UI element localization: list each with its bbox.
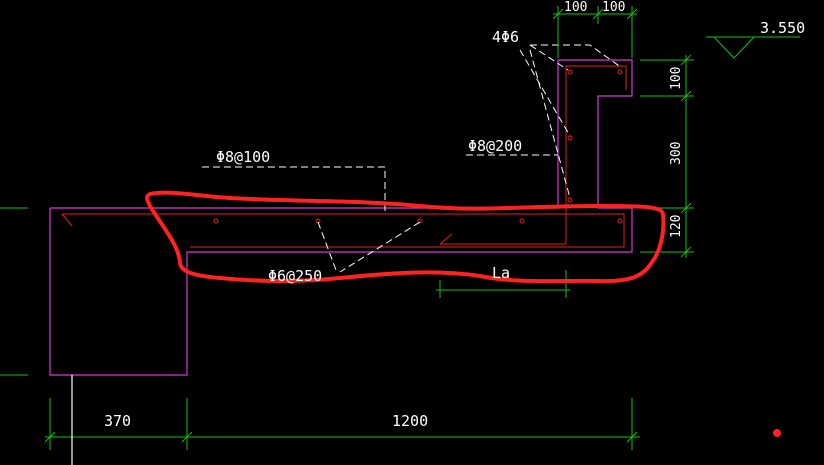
dim-text-right-middle: 300 [669, 142, 684, 165]
top-bar-hook [61, 213, 73, 227]
markup-dot [773, 429, 781, 437]
leader-bars-top [530, 44, 623, 69]
markup-highlight-outline [145, 190, 666, 284]
rebar-dot [567, 197, 573, 203]
dim-text-right-bottom: 120 [669, 215, 684, 238]
rebar-dot [519, 218, 525, 224]
leader-distribution-2 [339, 221, 421, 273]
dim-tick [181, 431, 193, 443]
label-distribution-bar: Φ6@250 [268, 267, 322, 285]
label-bars-top: 4Φ6 [492, 28, 519, 46]
rebar-dot [617, 69, 623, 75]
label-elevation: 3.550 [760, 19, 805, 37]
rebar-lines [61, 65, 627, 248]
rebar-dot [567, 135, 573, 141]
dim-tick [680, 246, 692, 258]
dimension-lines [0, 6, 800, 450]
leader-top-bar [202, 166, 386, 214]
dim-tick [626, 431, 638, 443]
dim-text-right-top: 100 [669, 67, 684, 90]
label-anchorage: La [492, 264, 510, 282]
leader-bars-top-4 [529, 49, 571, 199]
dim-tick [680, 90, 692, 102]
dim-tick [552, 8, 564, 20]
dim-tick [680, 54, 692, 66]
label-stirrup-upturn: Φ8@200 [468, 137, 522, 155]
label-top-bar: Φ8@100 [216, 148, 270, 166]
leader-distribution-1 [317, 221, 337, 271]
leader-lines [202, 44, 623, 273]
leader-bars-top-3 [519, 49, 571, 137]
dim-text-bottom-right: 1200 [392, 412, 428, 430]
concrete-outline [49, 59, 633, 376]
dim-text-top-right: 100 [602, 0, 625, 15]
annotation-labels: 4Φ6 Φ8@200 Φ8@100 Φ6@250 La 3.550 [216, 19, 805, 285]
rebar-dot [617, 218, 623, 224]
dim-text-bottom-left: 370 [104, 412, 131, 430]
wall-and-slab-outline [49, 59, 633, 376]
rebar-dot [213, 218, 219, 224]
dim-tick [626, 8, 638, 20]
rebar-dot [567, 69, 573, 75]
dimension-labels: 100 100 370 1200 100 300 120 [104, 0, 684, 430]
rebar-dot [417, 218, 423, 224]
lower-anchor-hook [439, 233, 453, 245]
top-main-bar [62, 213, 625, 248]
elevation-triangle [713, 36, 755, 59]
dim-text-top-left: 100 [564, 0, 587, 15]
dim-tick [592, 8, 604, 20]
upturn-bar [565, 65, 627, 244]
dim-tick [44, 431, 56, 443]
leader-bars-top-2 [529, 44, 569, 71]
dim-tick [680, 202, 692, 214]
